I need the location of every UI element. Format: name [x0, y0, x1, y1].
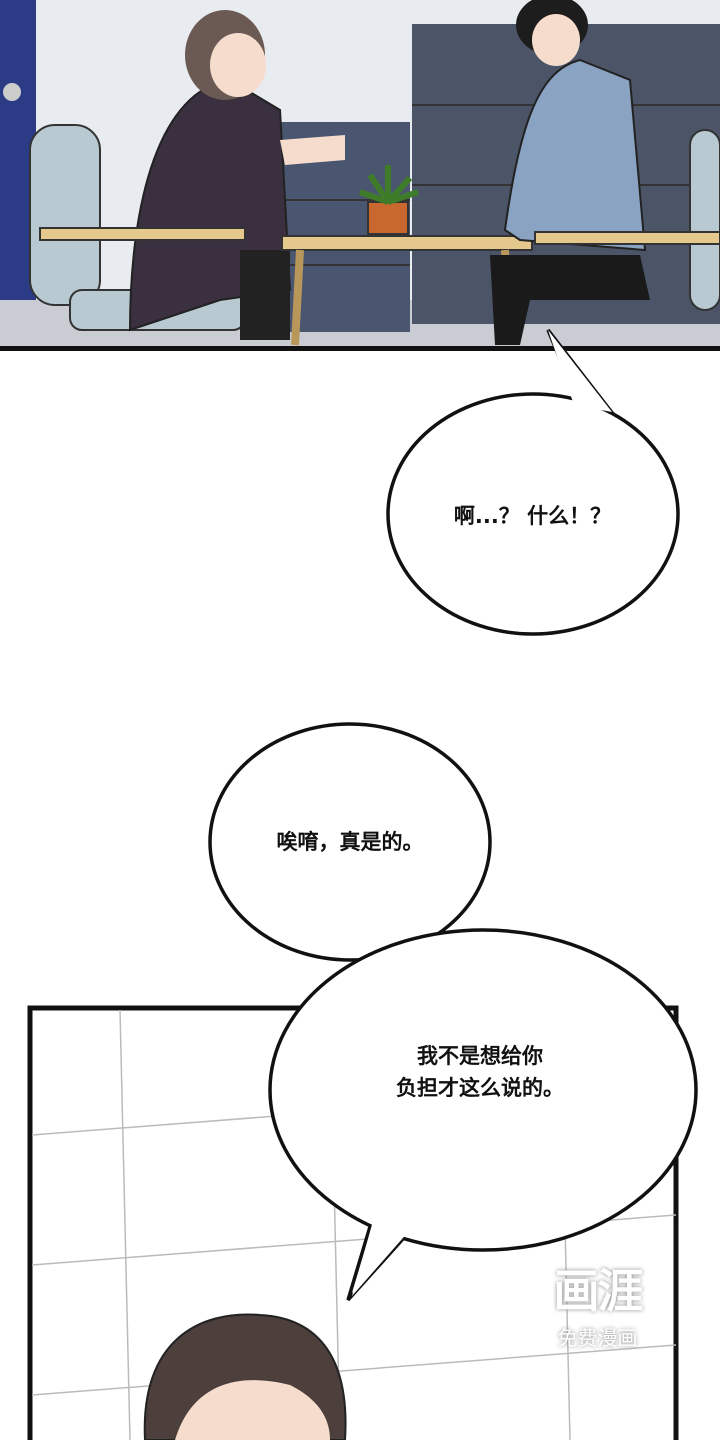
watermark-logo: 画涯 — [553, 1264, 644, 1318]
speech-bubble-3-line1: 我不是想给你 — [417, 1044, 543, 1068]
office-scene-panel — [0, 0, 720, 351]
speech-bubbles — [208, 328, 698, 1302]
speech-bubble-3-line2: 负担才这么说的。 — [396, 1076, 564, 1100]
speech-bubble-3-text: 我不是想给你 负担才这么说的。 — [330, 1040, 630, 1104]
speech-bubble-1-text: 啊...？ 什么！？ — [453, 504, 612, 528]
speech-bubble-2-text: 唉唷，真是的。 — [276, 830, 424, 854]
watermark-tagline: 免费漫画 — [557, 1326, 638, 1350]
